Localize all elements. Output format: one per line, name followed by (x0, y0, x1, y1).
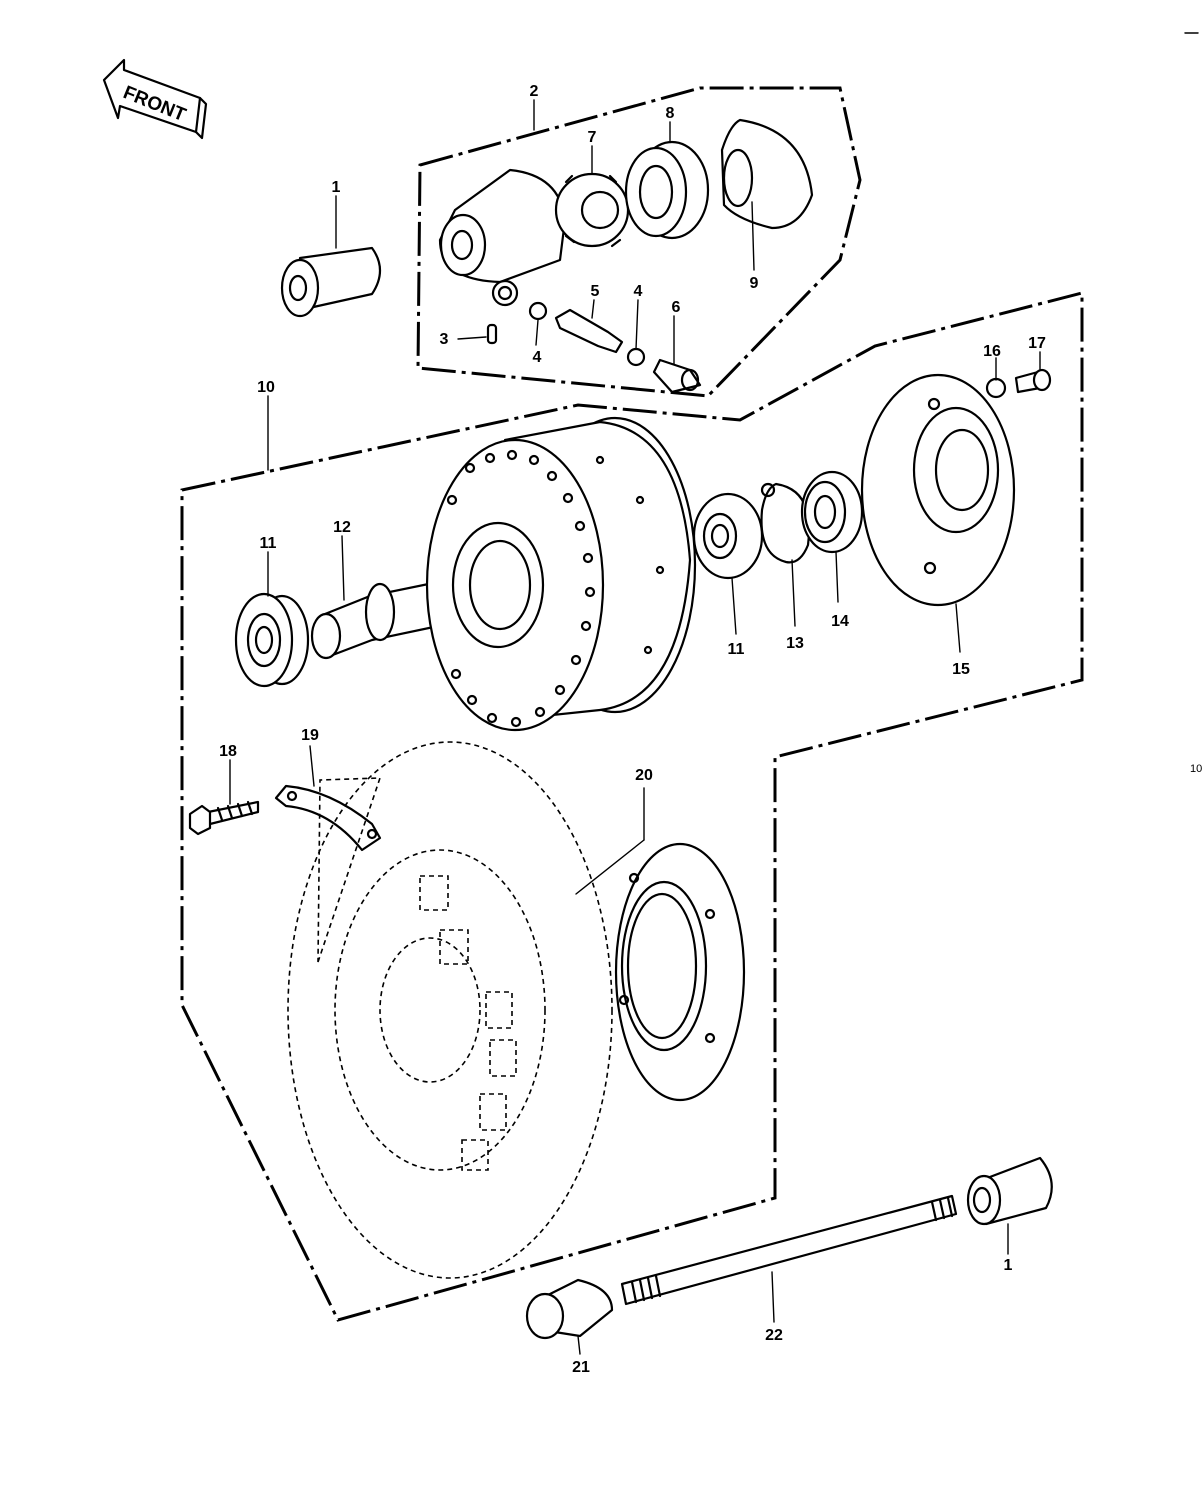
callout-5: 5 (591, 283, 600, 300)
leader-lines (229, 99, 1041, 1355)
callout-11-left: 11 (260, 535, 277, 552)
oil-seal-8 (624, 140, 710, 240)
callout-4-left: 4 (533, 349, 542, 366)
callout-labels: 1 2 3 4 5 4 6 7 8 9 10 11 12 11 13 14 15… (219, 83, 1046, 1376)
callout-11-right: 11 (728, 641, 745, 658)
callout-1-bottom: 1 (1004, 1257, 1013, 1274)
callout-4-right: 4 (634, 283, 643, 300)
front-arrow: FRONT (102, 58, 208, 140)
screw-17 (1014, 368, 1052, 394)
bushing-6 (652, 358, 702, 394)
collar-top (280, 246, 382, 318)
callout-9: 9 (750, 275, 759, 292)
callout-21: 21 (572, 1359, 590, 1376)
callout-16: 16 (983, 343, 1001, 360)
gear-wheel (554, 172, 634, 248)
callout-8: 8 (666, 105, 675, 122)
brake-disc (287, 741, 613, 1279)
callout-20: 20 (635, 767, 653, 784)
washer-4-right (626, 347, 646, 367)
lock-plate-19 (274, 784, 382, 852)
hub-bolt-holes (446, 449, 665, 728)
callout-2: 2 (530, 83, 539, 100)
speedometer-gear-assembly-boundary (416, 86, 862, 398)
callout-6: 6 (672, 299, 681, 316)
pin-3 (486, 323, 498, 345)
callout-14: 14 (831, 613, 849, 630)
bolt-18 (188, 800, 260, 836)
callout-12: 12 (333, 519, 351, 536)
callout-18: 18 (219, 743, 237, 760)
collar-bottom (966, 1156, 1053, 1226)
wheel-hub (425, 416, 697, 732)
pinion-5 (554, 308, 624, 354)
circlip-13 (760, 482, 811, 564)
mounting-plate-20 (614, 842, 746, 1102)
callout-15: 15 (952, 661, 970, 678)
hub-assembly-boundary (180, 291, 1084, 1322)
cover-plate-15 (860, 373, 1016, 607)
callout-10: 10 (257, 379, 275, 396)
callout-19: 19 (301, 727, 319, 744)
gear-housing (438, 168, 567, 307)
retainer-9 (720, 118, 814, 230)
axle-22 (620, 1194, 958, 1306)
callout-22: 22 (765, 1327, 783, 1344)
bearing-11-right (692, 492, 764, 580)
collar-21 (525, 1278, 614, 1340)
callout-7: 7 (588, 129, 597, 146)
callout-1-top: 1 (332, 179, 341, 196)
page-edge-number: 10 (1190, 763, 1202, 775)
callout-17: 17 (1028, 335, 1046, 352)
bearing-11-left (234, 592, 310, 688)
washer-16 (985, 377, 1007, 399)
washer-4-left (528, 301, 548, 321)
callout-3: 3 (440, 331, 449, 348)
oil-seal-14 (800, 470, 864, 554)
callout-13: 13 (786, 635, 804, 652)
